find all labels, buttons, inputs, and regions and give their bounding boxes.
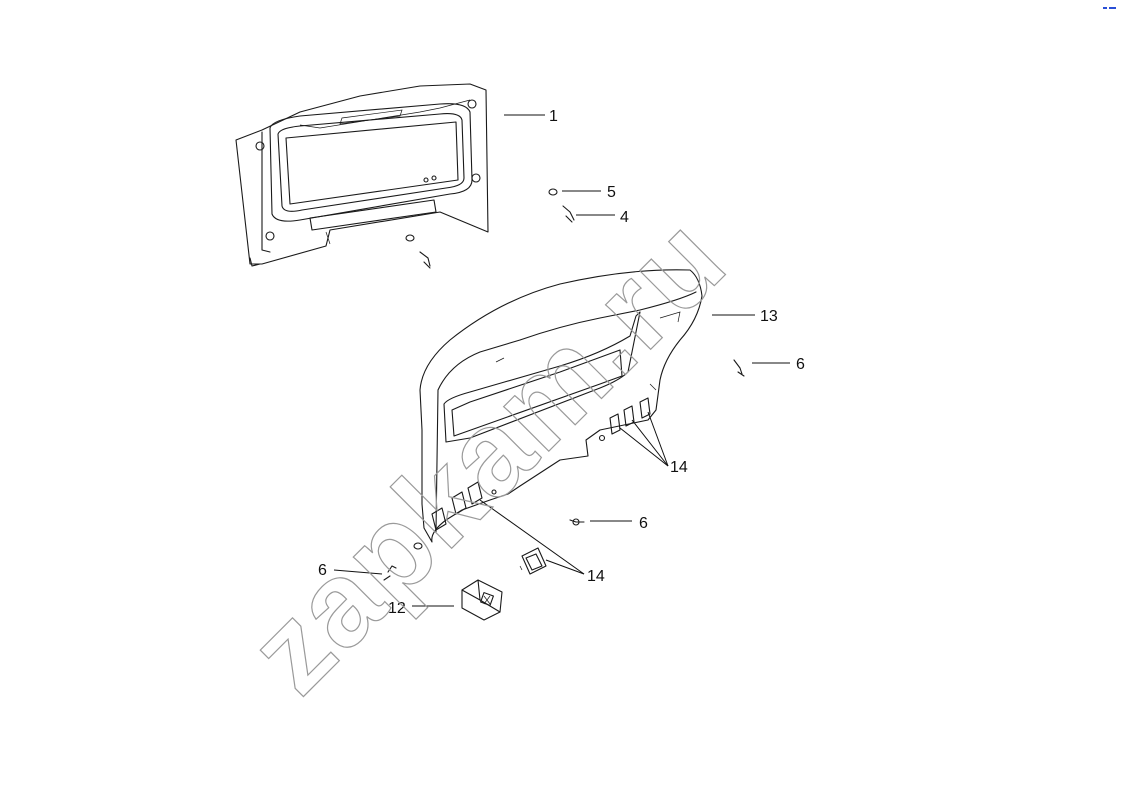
watermark-text: zapkam.ru [224,191,751,718]
callout-4: 4 [620,209,629,226]
callout-5: 5 [607,184,616,201]
callout-6-right: 6 [796,356,805,373]
corner-logo-mark [1103,7,1116,9]
callout-6-left: 6 [318,562,327,579]
part-13-dash-panel [413,269,703,550]
callout-14-upper: 14 [670,459,688,476]
part-12-switch-block [461,579,503,621]
part-14-rocker-switch [519,547,547,575]
part-5-clip [405,188,558,242]
part-4-screw [419,205,575,269]
callout-labels: 1 5 4 13 6 14 6 14 6 12 [318,108,805,617]
callout-12: 12 [388,600,406,617]
callout-1: 1 [549,108,558,125]
part-6-screws [383,359,745,581]
callout-14-lower: 14 [587,568,605,585]
callout-6-middle: 6 [639,515,648,532]
callout-13: 13 [760,308,778,325]
leader-lines [333,114,790,607]
part-1-instrument-cluster [235,83,489,267]
